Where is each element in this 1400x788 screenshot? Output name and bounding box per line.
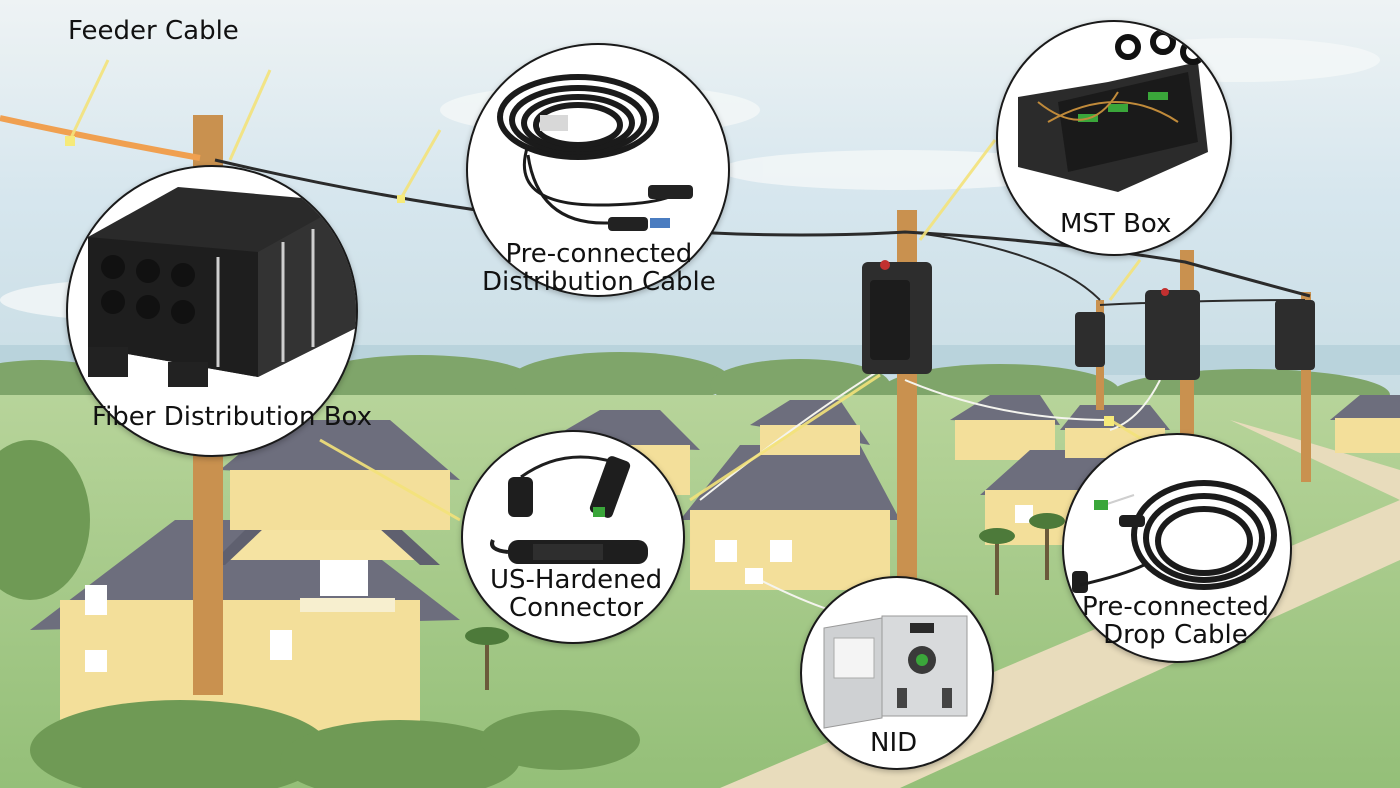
fiber-distribution-box-label: Fiber Distribution Box	[92, 402, 373, 432]
pre-connected-drop-cable-callout	[1062, 433, 1292, 663]
pre-connected-distribution-cable-label: Pre-connected Distribution Cable	[482, 239, 716, 297]
nid-callout	[800, 576, 994, 770]
pre-connected-distribution-cable-image	[497, 74, 693, 231]
drop-cables	[699, 369, 1161, 611]
palm-trees	[485, 525, 1049, 690]
pole-mst-boxes	[862, 260, 1315, 380]
pre-connected-drop-cable-image	[1072, 480, 1277, 593]
nid-label: NID	[870, 728, 918, 758]
pre-connected-distribution-cable-callout	[466, 43, 730, 297]
nid-wall-plate	[745, 568, 763, 584]
us-hardened-connector-image	[490, 455, 648, 564]
foreground-bushes	[0, 440, 640, 788]
fiber-distribution-box-callout	[66, 165, 358, 457]
mst-box-label: MST Box	[1060, 209, 1172, 239]
nid-image	[823, 615, 968, 729]
feeder-cable-line	[0, 115, 201, 161]
pre-connected-drop-cable-label: Pre-connected Drop Cable	[1082, 592, 1269, 650]
mst-box-image	[1018, 29, 1208, 192]
us-hardened-connector-callout	[461, 430, 685, 644]
feeder-cable-label: Feeder Cable	[68, 16, 239, 46]
fiber-distribution-box-image	[88, 187, 356, 387]
us-hardened-connector-label: US-Hardened Connector	[490, 565, 663, 623]
mst-box-callout	[996, 20, 1232, 256]
